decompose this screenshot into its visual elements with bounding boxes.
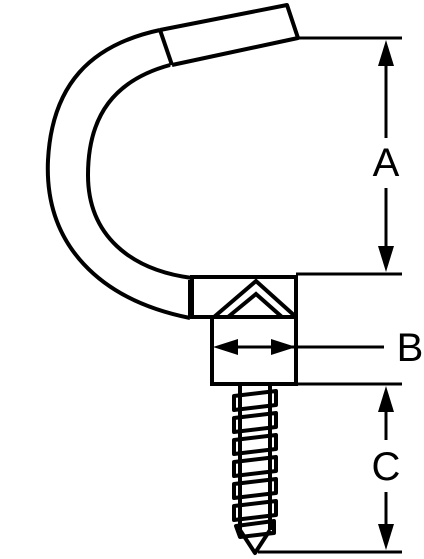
dimension-a bbox=[296, 36, 402, 276]
collar-chevron-outer bbox=[212, 278, 298, 319]
dimension-c-label: C bbox=[372, 445, 401, 489]
screw-point bbox=[238, 528, 272, 555]
collar-upper-box bbox=[190, 275, 298, 319]
dim-c-arrow-down bbox=[378, 524, 394, 550]
dim-b-arrow-right bbox=[271, 339, 296, 355]
thread-coil-1 bbox=[232, 389, 278, 412]
threaded-shank bbox=[232, 385, 278, 555]
collar bbox=[190, 275, 298, 386]
dimension-b-label: B bbox=[397, 326, 424, 370]
dim-a-arrow-up bbox=[378, 40, 394, 66]
dimension-c bbox=[258, 382, 402, 554]
dim-b-arrow-left bbox=[213, 339, 238, 355]
thread-coil-7 bbox=[234, 519, 276, 539]
thread-coil-5 bbox=[232, 477, 278, 500]
thread-coil-6 bbox=[232, 499, 278, 522]
collar-lower-box bbox=[210, 315, 298, 386]
hook-tip-sleeve bbox=[159, 3, 300, 67]
dim-a-arrow-down bbox=[378, 246, 394, 272]
hook-body bbox=[45, 3, 300, 320]
collar-chevron-inner bbox=[226, 291, 284, 319]
hook-tip-cut bbox=[158, 29, 174, 66]
dimension-b bbox=[213, 339, 384, 355]
hook-outer-curve bbox=[45, 28, 191, 320]
thread-coil-3 bbox=[232, 433, 278, 456]
thread-coil-2 bbox=[232, 411, 278, 434]
dim-c-arrow-up bbox=[378, 386, 394, 412]
dimension-a-label: A bbox=[373, 141, 400, 185]
thread-coil-4 bbox=[232, 455, 278, 478]
hook-inner-curve bbox=[86, 63, 193, 280]
